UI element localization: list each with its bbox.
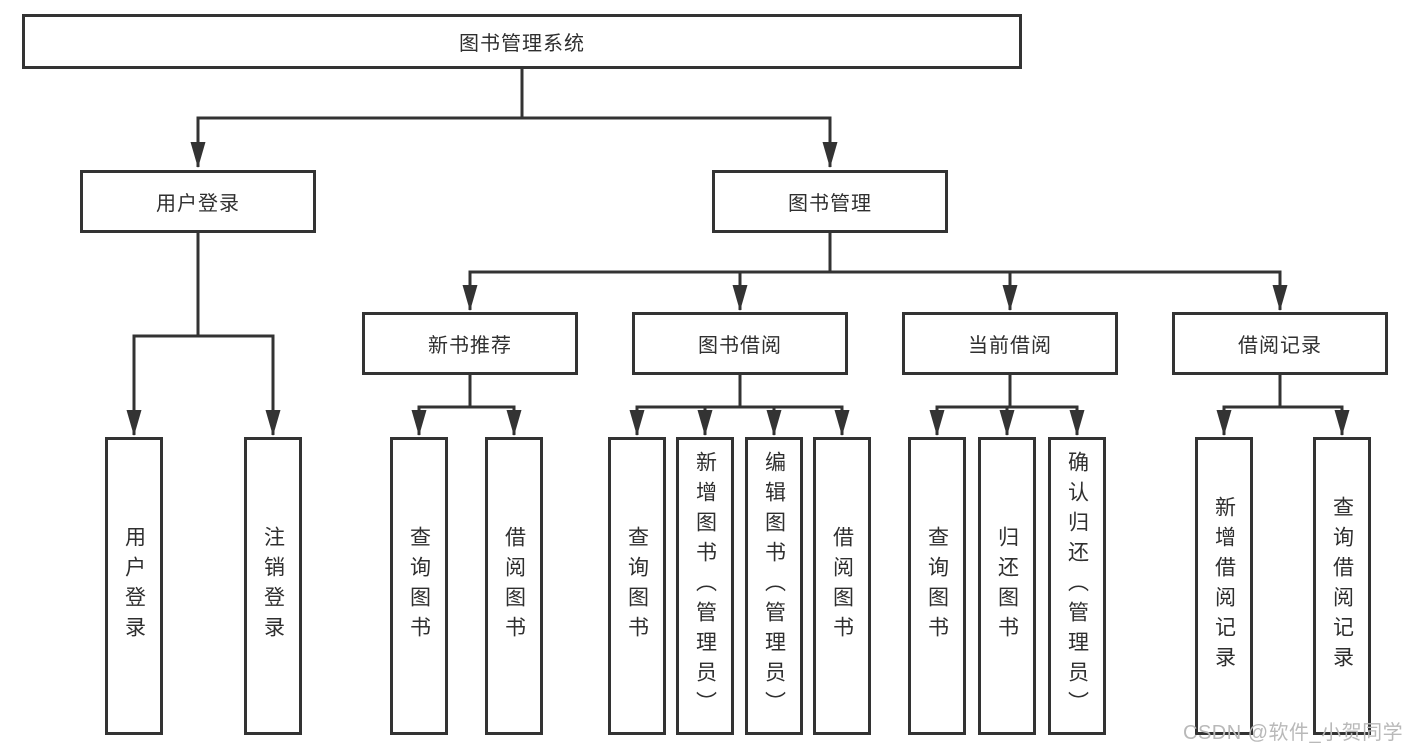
- leaf-logout-label: 注销登录: [261, 526, 285, 646]
- new-book-recommend-node: 新书推荐: [362, 312, 578, 375]
- current-borrow-node: 当前借阅: [902, 312, 1118, 375]
- leaf-add-borrow-record-label: 新增借阅记录: [1212, 496, 1236, 676]
- leaf-return-books: 归还图书: [978, 437, 1036, 735]
- leaf-edit-books-admin-label: 编辑图书（管理员）: [762, 451, 786, 721]
- leaf-confirm-return-admin: 确认归还（管理员）: [1048, 437, 1106, 735]
- leaf-edit-books-admin: 编辑图书（管理员）: [745, 437, 803, 735]
- current-borrow-label: 当前借阅: [968, 335, 1052, 357]
- new-book-recommend-label: 新书推荐: [428, 335, 512, 357]
- leaf-logout: 注销登录: [244, 437, 302, 735]
- leaf-current-query-books-label: 查询图书: [925, 526, 949, 646]
- leaf-return-books-label: 归还图书: [995, 526, 1019, 646]
- leaf-borrow-borrow-books-label: 借阅图书: [830, 526, 854, 646]
- leaf-query-borrow-record-label: 查询借阅记录: [1330, 496, 1354, 676]
- leaf-newbook-query-books: 查询图书: [390, 437, 448, 735]
- leaf-current-query-books: 查询图书: [908, 437, 966, 735]
- leaf-user-login: 用户登录: [105, 437, 163, 735]
- book-management-node-label: 图书管理: [788, 193, 872, 215]
- leaf-newbook-borrow-books-label: 借阅图书: [502, 526, 526, 646]
- root-node: 图书管理系统: [22, 14, 1022, 69]
- root-node-label: 图书管理系统: [459, 33, 585, 55]
- leaf-newbook-query-books-label: 查询图书: [407, 526, 431, 646]
- leaf-borrow-query-books: 查询图书: [608, 437, 666, 735]
- borrow-records-node: 借阅记录: [1172, 312, 1388, 375]
- leaf-add-books-admin: 新增图书（管理员）: [676, 437, 734, 735]
- book-borrow-node: 图书借阅: [632, 312, 848, 375]
- leaf-add-borrow-record: 新增借阅记录: [1195, 437, 1253, 735]
- leaf-confirm-return-admin-label: 确认归还（管理员）: [1065, 451, 1089, 721]
- leaf-borrow-query-books-label: 查询图书: [625, 526, 649, 646]
- leaf-add-books-admin-label: 新增图书（管理员）: [693, 451, 717, 721]
- leaf-query-borrow-record: 查询借阅记录: [1313, 437, 1371, 735]
- leaf-borrow-borrow-books: 借阅图书: [813, 437, 871, 735]
- user-login-node: 用户登录: [80, 170, 316, 233]
- leaf-newbook-borrow-books: 借阅图书: [485, 437, 543, 735]
- borrow-records-label: 借阅记录: [1238, 335, 1322, 357]
- user-login-node-label: 用户登录: [156, 193, 240, 215]
- book-management-node: 图书管理: [712, 170, 948, 233]
- book-borrow-label: 图书借阅: [698, 335, 782, 357]
- csdn-watermark: CSDN @软件_小贺同学: [1183, 722, 1404, 744]
- leaf-user-login-label: 用户登录: [122, 526, 146, 646]
